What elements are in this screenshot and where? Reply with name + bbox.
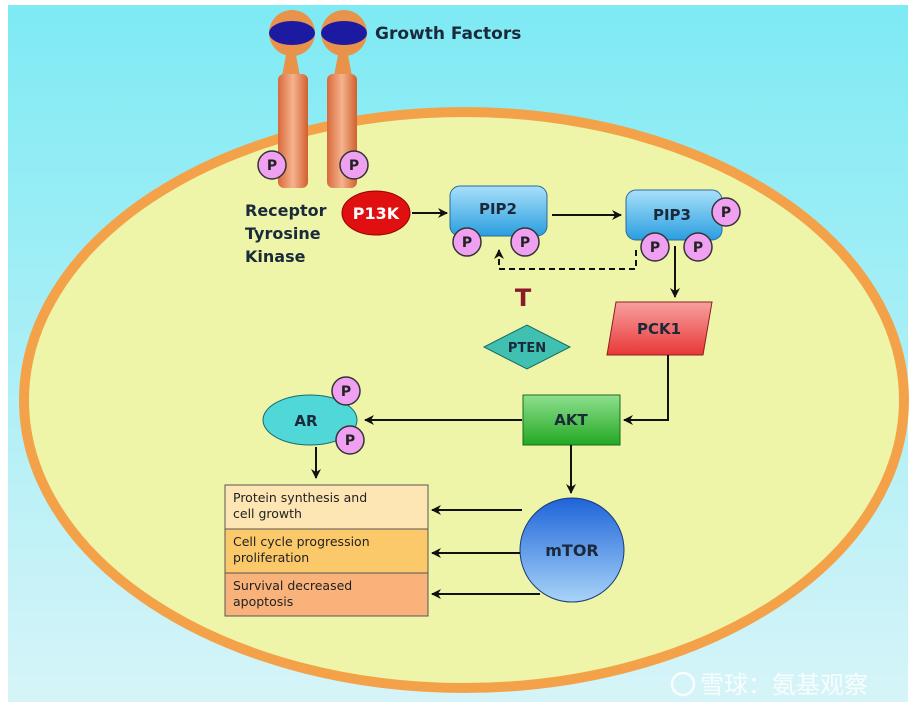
ar-node — [262, 394, 358, 446]
phosphate-label: P — [345, 433, 355, 449]
ar-label: AR — [294, 412, 318, 430]
phosphate-label: P — [462, 235, 472, 251]
phosphate-circle — [683, 232, 713, 262]
pip2-node — [449, 185, 548, 237]
arrow-pck1-akt — [623, 355, 669, 425]
phosphate-circle — [335, 425, 365, 455]
growth-factors-label: Growth Factors — [375, 24, 521, 44]
receptor-label: Kinase — [245, 247, 306, 266]
outcome-cell-cycle: proliferation — [233, 550, 309, 565]
outcomes-box: Protein synthesis and cell growth Cell c… — [224, 484, 429, 617]
pck1-node — [606, 301, 713, 356]
receptor-label: Tyrosine — [245, 224, 321, 243]
akt-node — [522, 394, 621, 446]
mtor-label: mTOR — [545, 541, 599, 560]
phosphate-label: P — [349, 158, 359, 174]
phosphate-label: P — [693, 240, 703, 256]
pip3-label: PIP3 — [653, 206, 691, 224]
mtor-node — [519, 497, 625, 603]
phosphate-circle — [640, 232, 670, 262]
phosphate-circle — [510, 227, 540, 257]
phosphate-circle — [711, 197, 741, 227]
pi3k-node — [341, 190, 411, 236]
outcome-survival: apoptosis — [233, 594, 293, 609]
outcome-cell-cycle: Cell cycle progression — [233, 534, 370, 549]
phosphate-groups: P P P P P P P P P — [257, 150, 741, 455]
inhibition-symbol: T — [515, 284, 532, 312]
pi3k-label: P13K — [353, 204, 400, 223]
outcome-protein-synthesis: cell growth — [233, 506, 302, 521]
phosphate-label: P — [341, 384, 351, 400]
dephosphorylation-arrow — [494, 249, 637, 270]
outcome-protein-synthesis: Protein synthesis and — [233, 490, 367, 505]
receptor-label: Receptor — [245, 201, 327, 220]
snowball-logo-icon — [670, 671, 696, 697]
phosphate-circle — [257, 150, 287, 180]
pck1-label: PCK1 — [637, 320, 681, 338]
phosphate-label: P — [520, 235, 530, 251]
outcome-survival: Survival decreased — [233, 578, 352, 593]
phosphate-label: P — [650, 240, 660, 256]
pten-node — [482, 324, 572, 370]
akt-label: AKT — [554, 411, 588, 429]
phosphate-circle — [339, 150, 369, 180]
pip2-label: PIP2 — [479, 200, 517, 218]
watermark-text: 雪球：氨基观察 — [700, 671, 868, 699]
watermark: 雪球：氨基观察 — [670, 671, 868, 699]
phosphate-label: P — [267, 158, 277, 174]
pten-label: PTEN — [508, 341, 546, 356]
phosphate-circle — [331, 376, 361, 406]
phosphate-circle — [452, 227, 482, 257]
phosphate-label: P — [721, 205, 731, 221]
